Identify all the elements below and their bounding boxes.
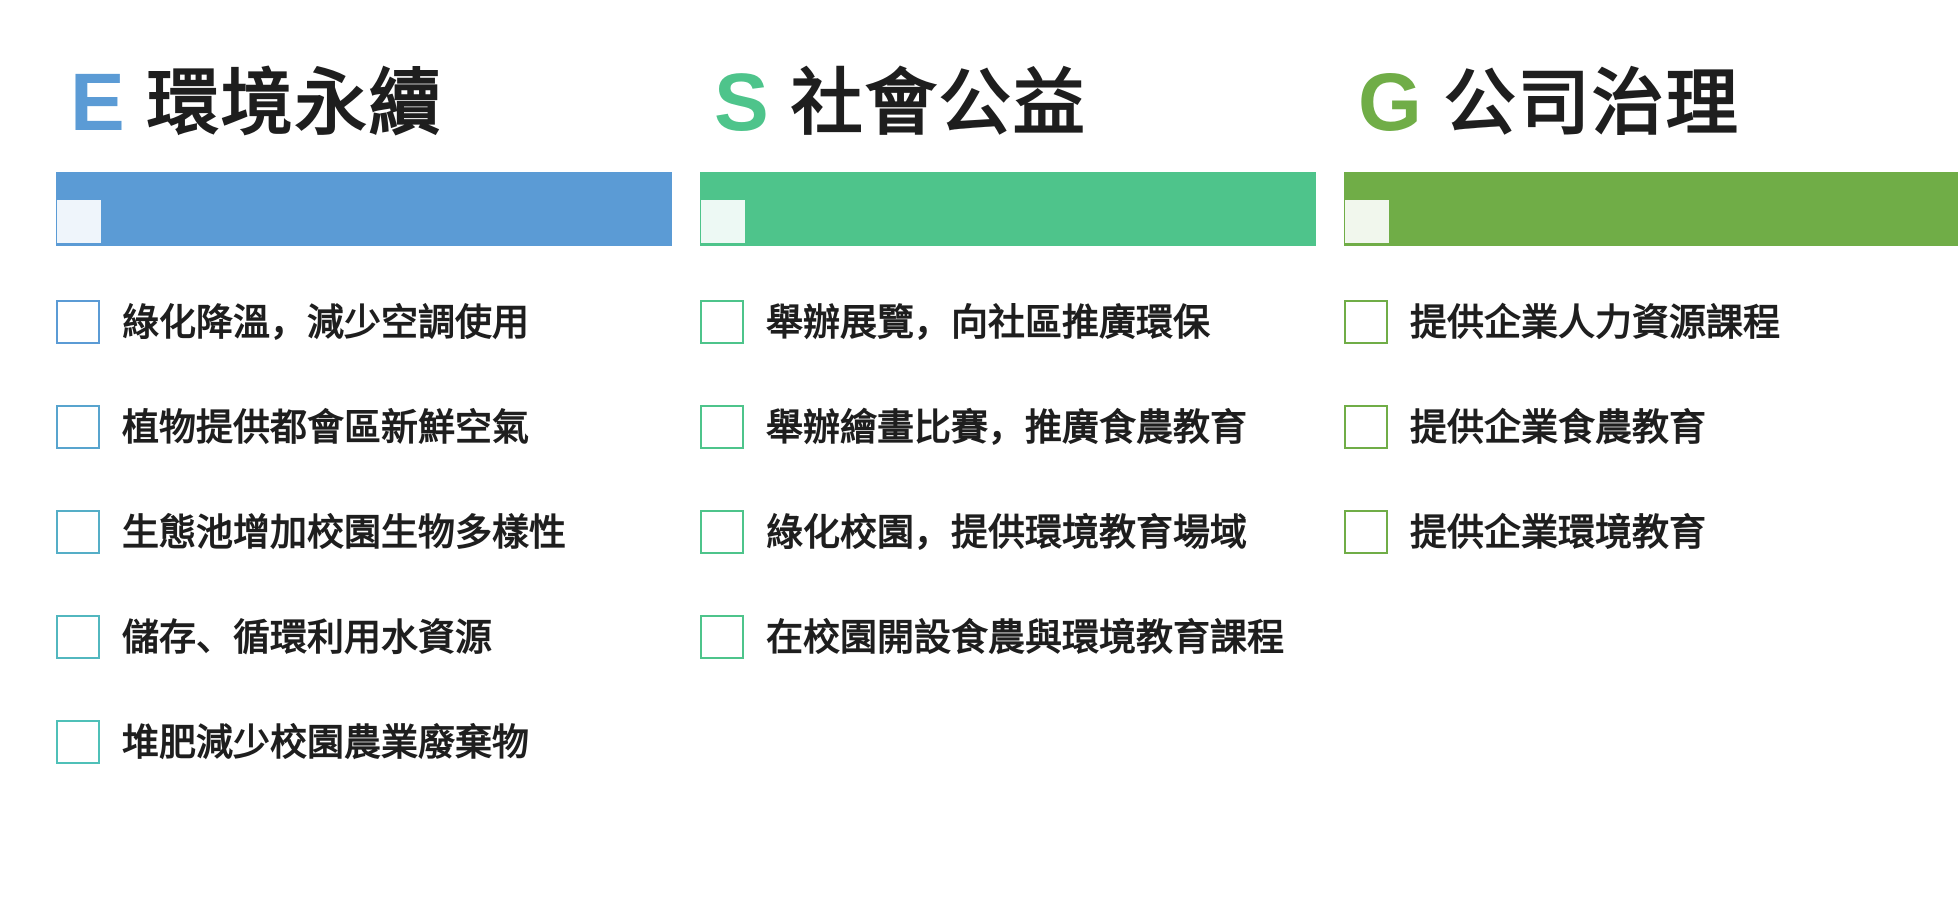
checklist-item-label: 在校園開設食農與環境教育課程 xyxy=(766,615,1284,659)
checklist-item: 提供企業食農教育 xyxy=(1344,402,1780,452)
governance-item-list: 提供企業人力資源課程提供企業食農教育提供企業環境教育 xyxy=(1344,297,1780,612)
governance-letter: G xyxy=(1358,57,1422,148)
checklist-item: 植物提供都會區新鮮空氣 xyxy=(56,402,566,452)
environment-band-checkbox[interactable] xyxy=(57,200,101,243)
checklist-item-label: 綠化校園，提供環境教育場域 xyxy=(766,510,1247,554)
checklist-item: 綠化降溫，減少空調使用 xyxy=(56,297,566,347)
governance-title: 公司治理 xyxy=(1443,61,1740,145)
environment-heading: E 環境永續 xyxy=(70,58,443,148)
checkbox[interactable] xyxy=(1344,300,1388,344)
checklist-item-label: 生態池增加校園生物多樣性 xyxy=(122,510,566,554)
governance-band-checkbox[interactable] xyxy=(1345,200,1389,243)
checklist-item-label: 綠化降溫，減少空調使用 xyxy=(122,300,529,344)
social-letter: S xyxy=(714,57,769,148)
checklist-item: 提供企業環境教育 xyxy=(1344,507,1780,557)
checklist-item-label: 儲存、循環利用水資源 xyxy=(122,615,492,659)
checklist-item: 儲存、循環利用水資源 xyxy=(56,612,566,662)
checkbox[interactable] xyxy=(56,510,100,554)
checklist-item-label: 提供企業食農教育 xyxy=(1410,405,1706,449)
checkbox[interactable] xyxy=(56,615,100,659)
social-band-checkbox[interactable] xyxy=(701,200,745,243)
checklist-item: 在校園開設食農與環境教育課程 xyxy=(700,612,1284,662)
checkbox[interactable] xyxy=(700,615,744,659)
checkbox[interactable] xyxy=(56,300,100,344)
social-title: 社會公益 xyxy=(790,61,1087,145)
governance-heading: G 公司治理 xyxy=(1358,58,1740,148)
social-heading: S 社會公益 xyxy=(714,58,1087,148)
checklist-item: 舉辦繪畫比賽，推廣食農教育 xyxy=(700,402,1284,452)
checkbox[interactable] xyxy=(1344,510,1388,554)
checkbox[interactable] xyxy=(56,720,100,764)
governance-color-band xyxy=(1344,172,1958,246)
checklist-item: 堆肥減少校園農業廢棄物 xyxy=(56,717,566,767)
social-color-band xyxy=(700,172,1316,246)
environment-color-band xyxy=(56,172,672,246)
checklist-item-label: 堆肥減少校園農業廢棄物 xyxy=(122,720,529,764)
checkbox[interactable] xyxy=(56,405,100,449)
checklist-item-label: 提供企業環境教育 xyxy=(1410,510,1706,554)
checklist-item-label: 提供企業人力資源課程 xyxy=(1410,300,1780,344)
checklist-item: 提供企業人力資源課程 xyxy=(1344,297,1780,347)
checklist-item-label: 舉辦繪畫比賽，推廣食農教育 xyxy=(766,405,1247,449)
environment-letter: E xyxy=(70,57,125,148)
checklist-item: 舉辦展覽，向社區推廣環保 xyxy=(700,297,1284,347)
checklist-item: 綠化校園，提供環境教育場域 xyxy=(700,507,1284,557)
social-item-list: 舉辦展覽，向社區推廣環保舉辦繪畫比賽，推廣食農教育綠化校園，提供環境教育場域在校… xyxy=(700,297,1284,717)
checklist-item: 生態池增加校園生物多樣性 xyxy=(56,507,566,557)
checklist-item-label: 舉辦展覽，向社區推廣環保 xyxy=(766,300,1210,344)
checkbox[interactable] xyxy=(700,510,744,554)
checkbox[interactable] xyxy=(1344,405,1388,449)
environment-title: 環境永續 xyxy=(146,61,443,145)
checkbox[interactable] xyxy=(700,405,744,449)
environment-item-list: 綠化降溫，減少空調使用植物提供都會區新鮮空氣生態池增加校園生物多樣性儲存、循環利… xyxy=(56,297,566,822)
checklist-item-label: 植物提供都會區新鮮空氣 xyxy=(122,405,529,449)
checkbox[interactable] xyxy=(700,300,744,344)
